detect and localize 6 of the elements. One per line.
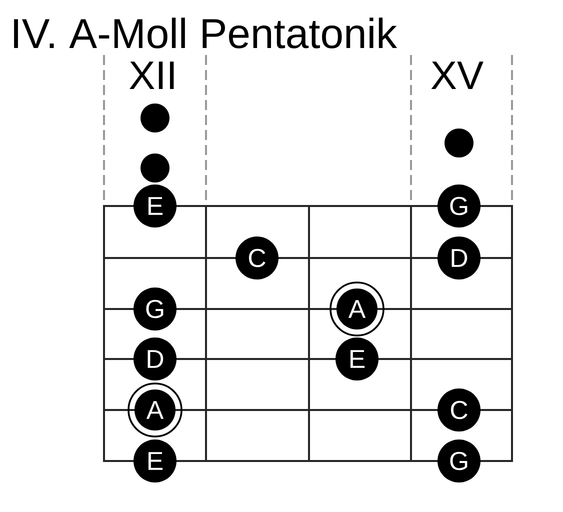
- inlay-dot: [140, 104, 170, 132]
- inlay-dot: [140, 154, 170, 182]
- title: IV. A-Moll Pentatonik: [14, 18, 398, 48]
- fret-number: XV: [431, 62, 484, 89]
- inlay-dot: [444, 128, 474, 158]
- fret-number: XII: [130, 62, 174, 89]
